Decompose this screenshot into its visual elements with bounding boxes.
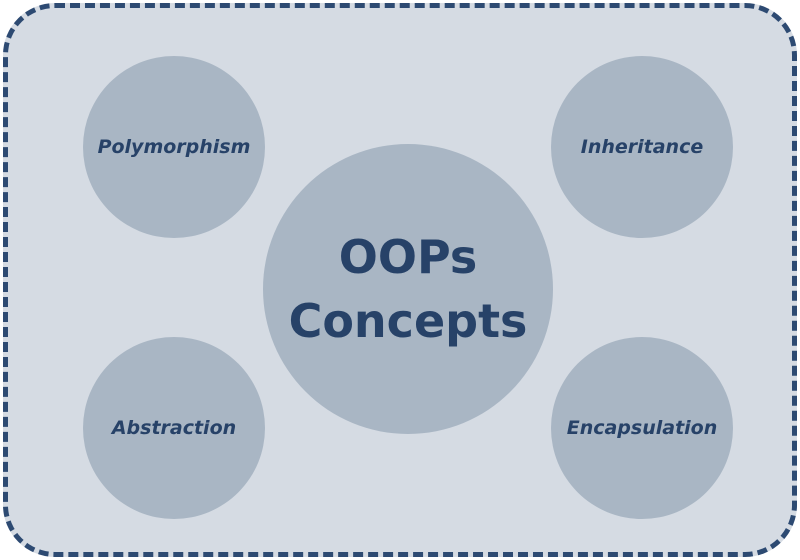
central-title-line1: OOPs (338, 230, 478, 284)
central-circle: OOPs Concepts (263, 144, 553, 434)
concept-circle-encapsulation: Encapsulation (551, 337, 733, 519)
central-title-line2: Concepts (288, 294, 528, 348)
concept-label-abstraction: Abstraction (111, 417, 237, 439)
concept-circle-abstraction: Abstraction (83, 337, 265, 519)
concept-circle-inheritance: Inheritance (551, 56, 733, 238)
concept-label-inheritance: Inheritance (580, 136, 704, 158)
concept-label-encapsulation: Encapsulation (566, 417, 718, 439)
concept-circle-polymorphism: Polymorphism (83, 56, 265, 238)
concept-label-polymorphism: Polymorphism (97, 136, 251, 158)
diagram-frame: Polymorphism Inheritance OOPs Concepts A… (3, 3, 797, 557)
